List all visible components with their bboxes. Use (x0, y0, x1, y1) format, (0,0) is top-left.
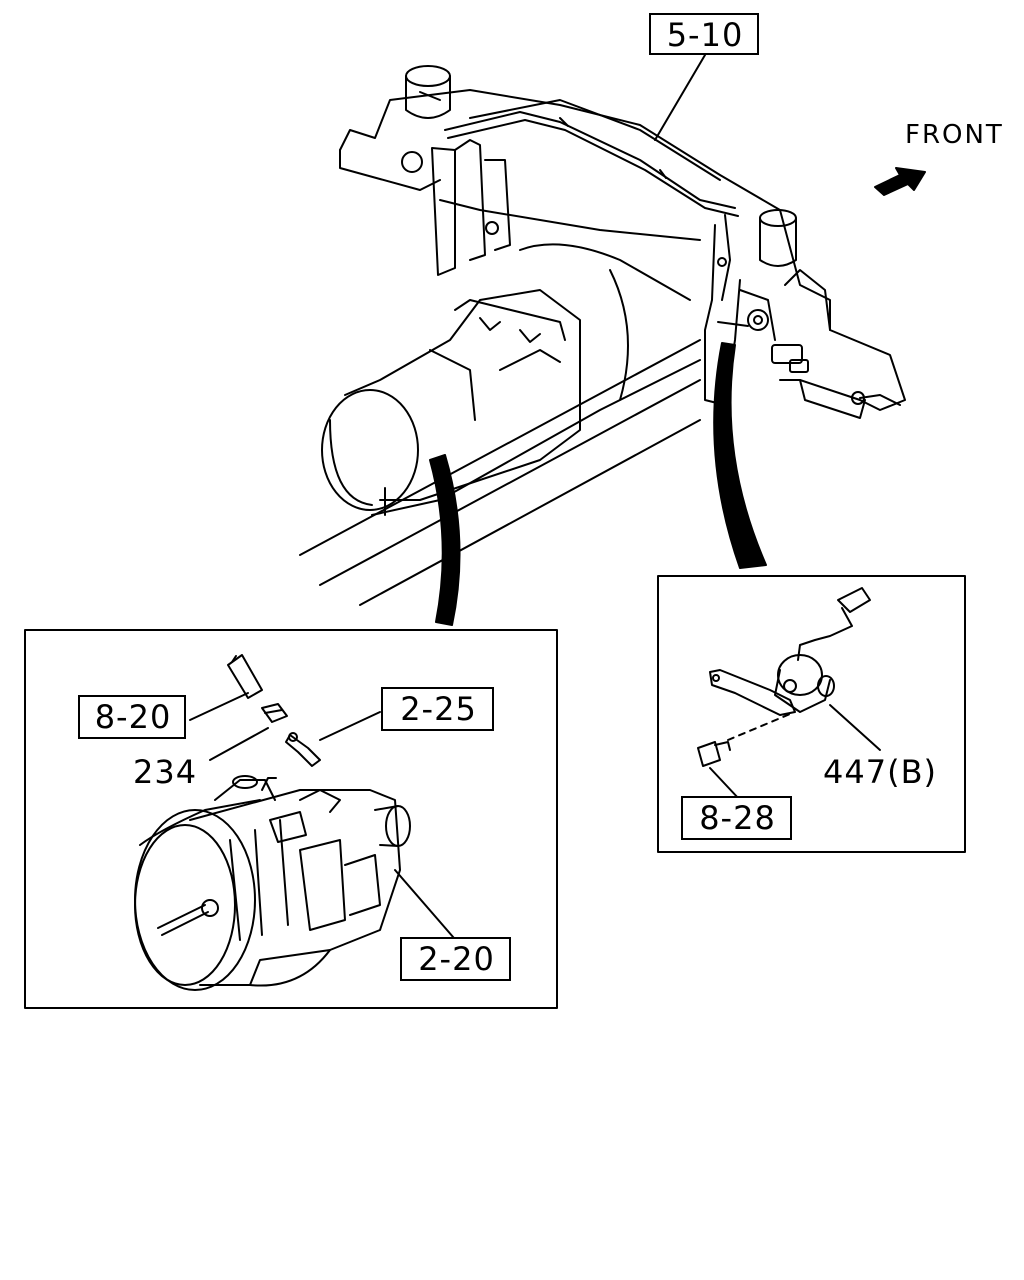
pointer-arrow-switch (713, 342, 767, 569)
transmission-detail-illustration (134, 654, 461, 991)
callout-part-234: 234 (133, 753, 198, 791)
callout-ref-2-25: 2-25 (381, 687, 494, 731)
frame-crossmember-illustration (299, 65, 906, 606)
front-arrow-icon (874, 167, 926, 196)
callout-ref-8-20: 8-20 (78, 695, 186, 739)
detail-box-transmission (24, 629, 558, 1009)
engine-transmission-illustration (321, 243, 691, 516)
switch-detail-illustration (697, 587, 881, 801)
callout-ref-5-10: 5-10 (649, 13, 759, 55)
callout-ref-8-28: 8-28 (681, 796, 792, 840)
callout-ref-2-20: 2-20 (400, 937, 511, 981)
pointer-arrow-transmission (429, 454, 461, 626)
callout-part-447b: 447(B) (823, 753, 937, 791)
leader-line-5-10 (654, 54, 706, 141)
detail-box-switch (657, 575, 966, 853)
front-label: FRONT (905, 120, 1004, 150)
